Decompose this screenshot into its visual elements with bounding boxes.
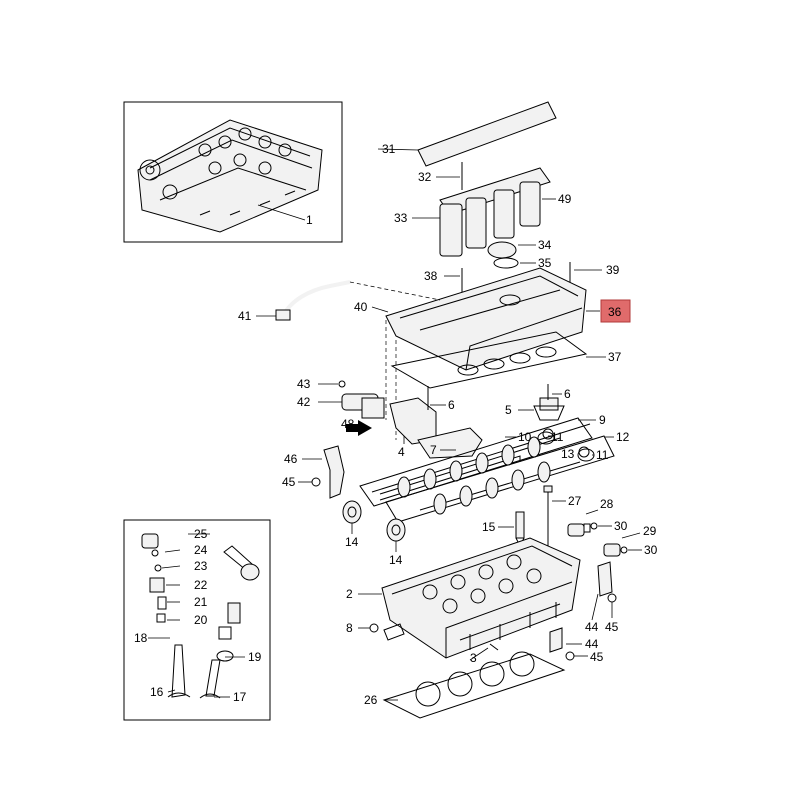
oil-filler-cap: [487, 241, 517, 259]
callout-5: 5: [505, 403, 512, 417]
valve-parts-illustration: [141, 533, 260, 699]
callout-45-right: 45: [605, 620, 619, 634]
callout-22: 22: [194, 578, 208, 592]
stud-8: [369, 623, 379, 633]
callout-35: 35: [538, 256, 552, 270]
callout-33: 33: [394, 211, 408, 225]
callout-6-left: 6: [448, 398, 455, 412]
callout-48: 48: [341, 417, 355, 431]
exhaust-camshaft: [419, 461, 581, 515]
callout-45-bottom: 45: [590, 650, 604, 664]
bracket-46: [323, 445, 345, 499]
camshafts: [359, 417, 615, 523]
callout-26: 26: [364, 693, 378, 707]
callout-4: 4: [398, 445, 405, 459]
callout-40: 40: [354, 300, 368, 314]
highlight-box: [600, 299, 631, 323]
callout-34: 34: [538, 238, 552, 252]
callout-7: 7: [430, 443, 437, 457]
callout-13: 13: [561, 447, 575, 461]
ignition-cover-group: 31 32 33 49 34 35 38 39: [377, 101, 620, 292]
callout-16: 16: [150, 685, 164, 699]
callout-1: 1: [306, 213, 313, 227]
callout-19: 19: [248, 650, 262, 664]
callout-14-left: 14: [345, 535, 359, 549]
callout-12: 12: [616, 430, 630, 444]
callout-42: 42: [297, 395, 311, 409]
callout-17: 17: [233, 690, 247, 704]
callout-37: 37: [608, 350, 622, 364]
callout-31: 31: [382, 142, 396, 156]
callout-36: 36: [608, 305, 622, 319]
callout-9: 9: [599, 413, 606, 427]
callout-28: 28: [600, 497, 614, 511]
callout-44-bottom: 44: [585, 637, 599, 651]
coolant-sensor: [603, 543, 621, 557]
cylinder-head-gasket: [382, 651, 566, 719]
callout-39: 39: [606, 263, 620, 277]
callout-44-top: 44: [585, 620, 599, 634]
callout-14-right: 14: [389, 553, 403, 567]
callout-2: 2: [346, 587, 353, 601]
engine-head-illustration: [137, 119, 323, 233]
callout-29: 29: [643, 524, 657, 538]
callout-30-top: 30: [614, 519, 628, 533]
valve-cover: [385, 267, 587, 371]
callout-43: 43: [297, 377, 311, 391]
callout-11-top: 11: [551, 430, 564, 444]
valve-cover-gasket: [390, 331, 588, 389]
callout-3: 3: [470, 651, 477, 665]
callout-30-bottom: 30: [644, 543, 658, 557]
cylinder-head: [381, 537, 581, 659]
callout-18: 18: [134, 631, 148, 645]
callout-32: 32: [418, 170, 432, 184]
callout-8: 8: [346, 621, 353, 635]
camshaft-solenoid: [338, 380, 385, 419]
callout-24: 24: [194, 543, 208, 557]
ignition-coil-module: [439, 167, 551, 257]
highlighted-callout-36: 36: [586, 299, 631, 323]
callout-45-top: 45: [282, 475, 296, 489]
camshaft-caps: [389, 384, 565, 459]
callout-23: 23: [194, 559, 208, 573]
callout-6-right: 6: [564, 387, 571, 401]
inset-valvetrain: 25 24 23 22 21 20 18 19 16 17: [123, 519, 271, 721]
camshaft-position-sensor: [567, 523, 591, 537]
front-direction-arrow: [346, 420, 372, 436]
callout-15: 15: [482, 520, 496, 534]
callout-38: 38: [424, 269, 438, 283]
callout-27: 27: [568, 494, 582, 508]
seal-ring: [493, 257, 519, 269]
cam-seal-right: [386, 518, 406, 542]
cam-seal-left: [342, 500, 362, 524]
callout-46: 46: [284, 452, 298, 466]
callout-41: 41: [238, 309, 252, 323]
inset-engine-overview: 1: [123, 101, 343, 243]
callout-11-bottom: 11: [596, 448, 609, 462]
callout-21: 21: [194, 595, 208, 609]
callout-49: 49: [558, 192, 572, 206]
callout-20: 20: [194, 613, 208, 627]
bracket-44: [549, 561, 613, 653]
breather-hose: [275, 280, 351, 321]
callout-10: 10: [518, 430, 532, 444]
callout-25: 25: [194, 527, 208, 541]
